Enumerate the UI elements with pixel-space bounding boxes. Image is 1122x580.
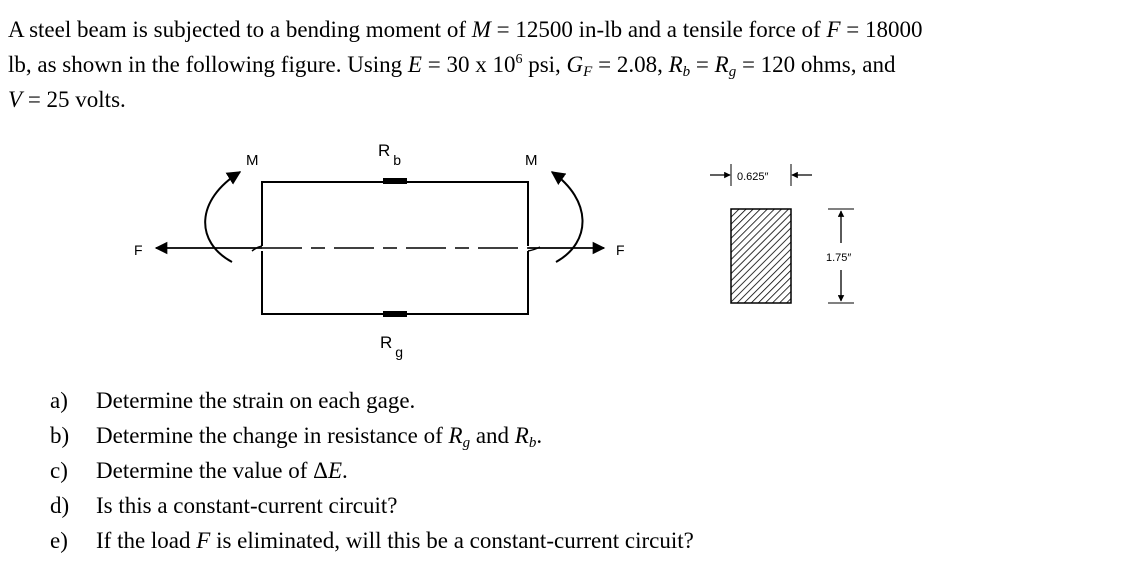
beam-outline-upper <box>261 181 529 246</box>
force-label-left: F <box>134 242 143 258</box>
question-c: c)Determine the value of ΔE. <box>50 458 348 483</box>
width-dimension-label: 0.625″ <box>737 171 769 183</box>
question-list: a)Determine the strain on each gage. b)D… <box>50 383 1100 558</box>
cross-section <box>730 208 792 304</box>
question-b: b)Determine the change in resistance of … <box>50 423 543 451</box>
statement-line-1: A steel beam is subjected to a bending m… <box>8 17 923 42</box>
moment-label-right: M <box>525 152 538 169</box>
moment-arrow-right <box>550 171 584 263</box>
height-dimension-label: 1.75″ <box>826 252 851 264</box>
question-e: e)If the load F is eliminated, will this… <box>50 528 694 553</box>
question-a: a)Determine the strain on each gage. <box>50 388 416 413</box>
strain-gage-rg <box>383 311 407 317</box>
statement-line-3: V = 25 volts. <box>8 87 126 112</box>
beam-outline-lower <box>261 251 529 315</box>
force-label-right: F <box>616 242 625 258</box>
problem-statement: A steel beam is subjected to a bending m… <box>8 12 1108 117</box>
statement-line-2: lb, as shown in the following figure. Us… <box>8 52 896 80</box>
question-d: d)Is this a constant-current circuit? <box>50 493 398 518</box>
moment-label-left: M <box>246 152 259 169</box>
moment-arrow-left <box>204 171 242 263</box>
strain-gage-rb <box>383 178 407 184</box>
